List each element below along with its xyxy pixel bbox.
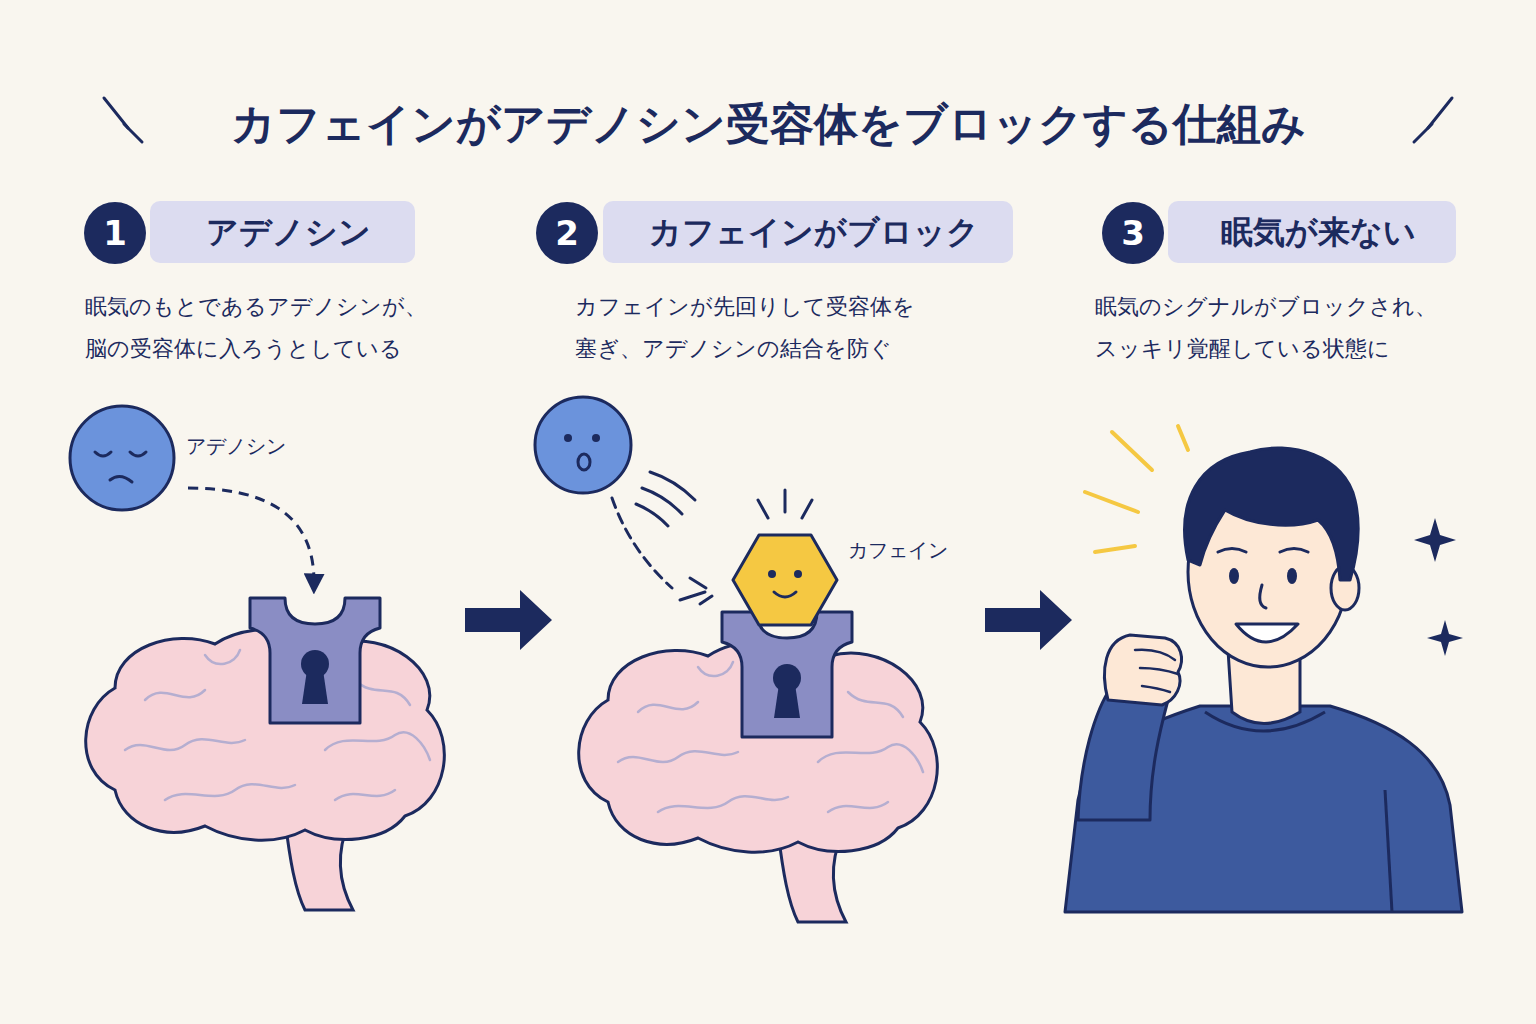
motion-lines [612, 498, 672, 588]
sparkle-lines [758, 490, 812, 518]
person-figure [1065, 448, 1462, 912]
caffeine-molecule [733, 535, 837, 625]
step-heading-box: カフェインがブロック [603, 201, 1013, 263]
callout-number: 2 [555, 213, 579, 254]
motion-lines [612, 472, 712, 604]
motion-lines [680, 578, 712, 604]
person-figure [1385, 790, 1392, 912]
sparkle-lines [758, 500, 768, 518]
step-arrow [985, 590, 1072, 650]
title-slashes [124, 124, 142, 142]
dashed-path [188, 488, 314, 584]
step-heading: アデノシン [206, 213, 371, 251]
step-description: カフェインが先回りして受容体を 塞ぎ、アデノシンの結合を防ぐ [575, 286, 931, 370]
caffeine-molecule [794, 570, 802, 578]
step-number: 2 [535, 201, 599, 265]
molecule-label: カフェイン [848, 536, 948, 564]
person-figure [1287, 568, 1297, 584]
title-slashes [1414, 124, 1432, 142]
brain-figure [86, 629, 445, 910]
number-circle [536, 202, 598, 264]
step-number: 3 [1101, 201, 1165, 265]
sparkle-star [1414, 518, 1456, 562]
step-arrow [465, 590, 552, 650]
sparkle-star [1414, 518, 1463, 656]
step-heading: 眠気が来ない [1221, 213, 1416, 251]
sparkle-lines [802, 500, 812, 518]
person-figure [1205, 712, 1325, 731]
person-figure [1104, 635, 1181, 705]
adenosine-molecule [110, 476, 132, 482]
brain-figure [86, 629, 445, 910]
person-figure [1218, 549, 1308, 553]
receptor-lock [250, 598, 380, 723]
callout-number: 1 [103, 213, 127, 254]
adenosine-molecule [535, 397, 631, 493]
number-circle [1102, 202, 1164, 264]
sparkle-lines [784, 490, 787, 512]
adenosine-molecule [578, 454, 590, 470]
adenosine-molecule [70, 406, 174, 510]
burst-lines [1085, 492, 1138, 512]
caffeine-molecule [774, 592, 796, 597]
burst-lines [1095, 546, 1135, 552]
sparkle-star [1427, 620, 1463, 656]
receptor-lock [722, 612, 852, 737]
burst-lines [1112, 432, 1152, 470]
adenosine-molecule [70, 406, 174, 510]
adenosine-molecule [592, 434, 600, 442]
adenosine-molecule [535, 397, 631, 493]
person-figure [1078, 686, 1168, 820]
receptor-lock [722, 612, 852, 737]
step-description: 眠気のもとであるアデノシンが、 脳の受容体に入ろうとしている [85, 286, 441, 370]
receptor-lock [250, 598, 380, 723]
person-figure [1236, 624, 1298, 642]
burst-lines [1085, 426, 1188, 552]
caffeine-molecule [733, 535, 837, 625]
adenosine-molecule [564, 434, 572, 442]
person-figure [1185, 448, 1359, 580]
person-figure [1229, 568, 1239, 584]
step-heading-box: 眠気が来ない [1168, 201, 1456, 263]
person-figure [1260, 585, 1266, 608]
step-description: 眠気のシグナルがブロックされ、 スッキリ覚醒している状態に [1095, 286, 1451, 370]
person-figure [1135, 650, 1178, 692]
title: カフェインがアデノシン受容体をブロックする仕組み [0, 96, 1536, 152]
step-heading-box: アデノシン [150, 201, 415, 263]
molecule-label: アデノシン [186, 432, 286, 460]
adenosine-molecule [95, 452, 146, 456]
motion-lines [636, 504, 668, 526]
callout-number: 3 [1121, 213, 1145, 254]
burst-lines [1178, 426, 1188, 450]
caffeine-molecule [768, 570, 776, 578]
step-heading: カフェインがブロック [649, 213, 979, 251]
number-circle [84, 202, 146, 264]
step-number: 1 [83, 201, 147, 265]
